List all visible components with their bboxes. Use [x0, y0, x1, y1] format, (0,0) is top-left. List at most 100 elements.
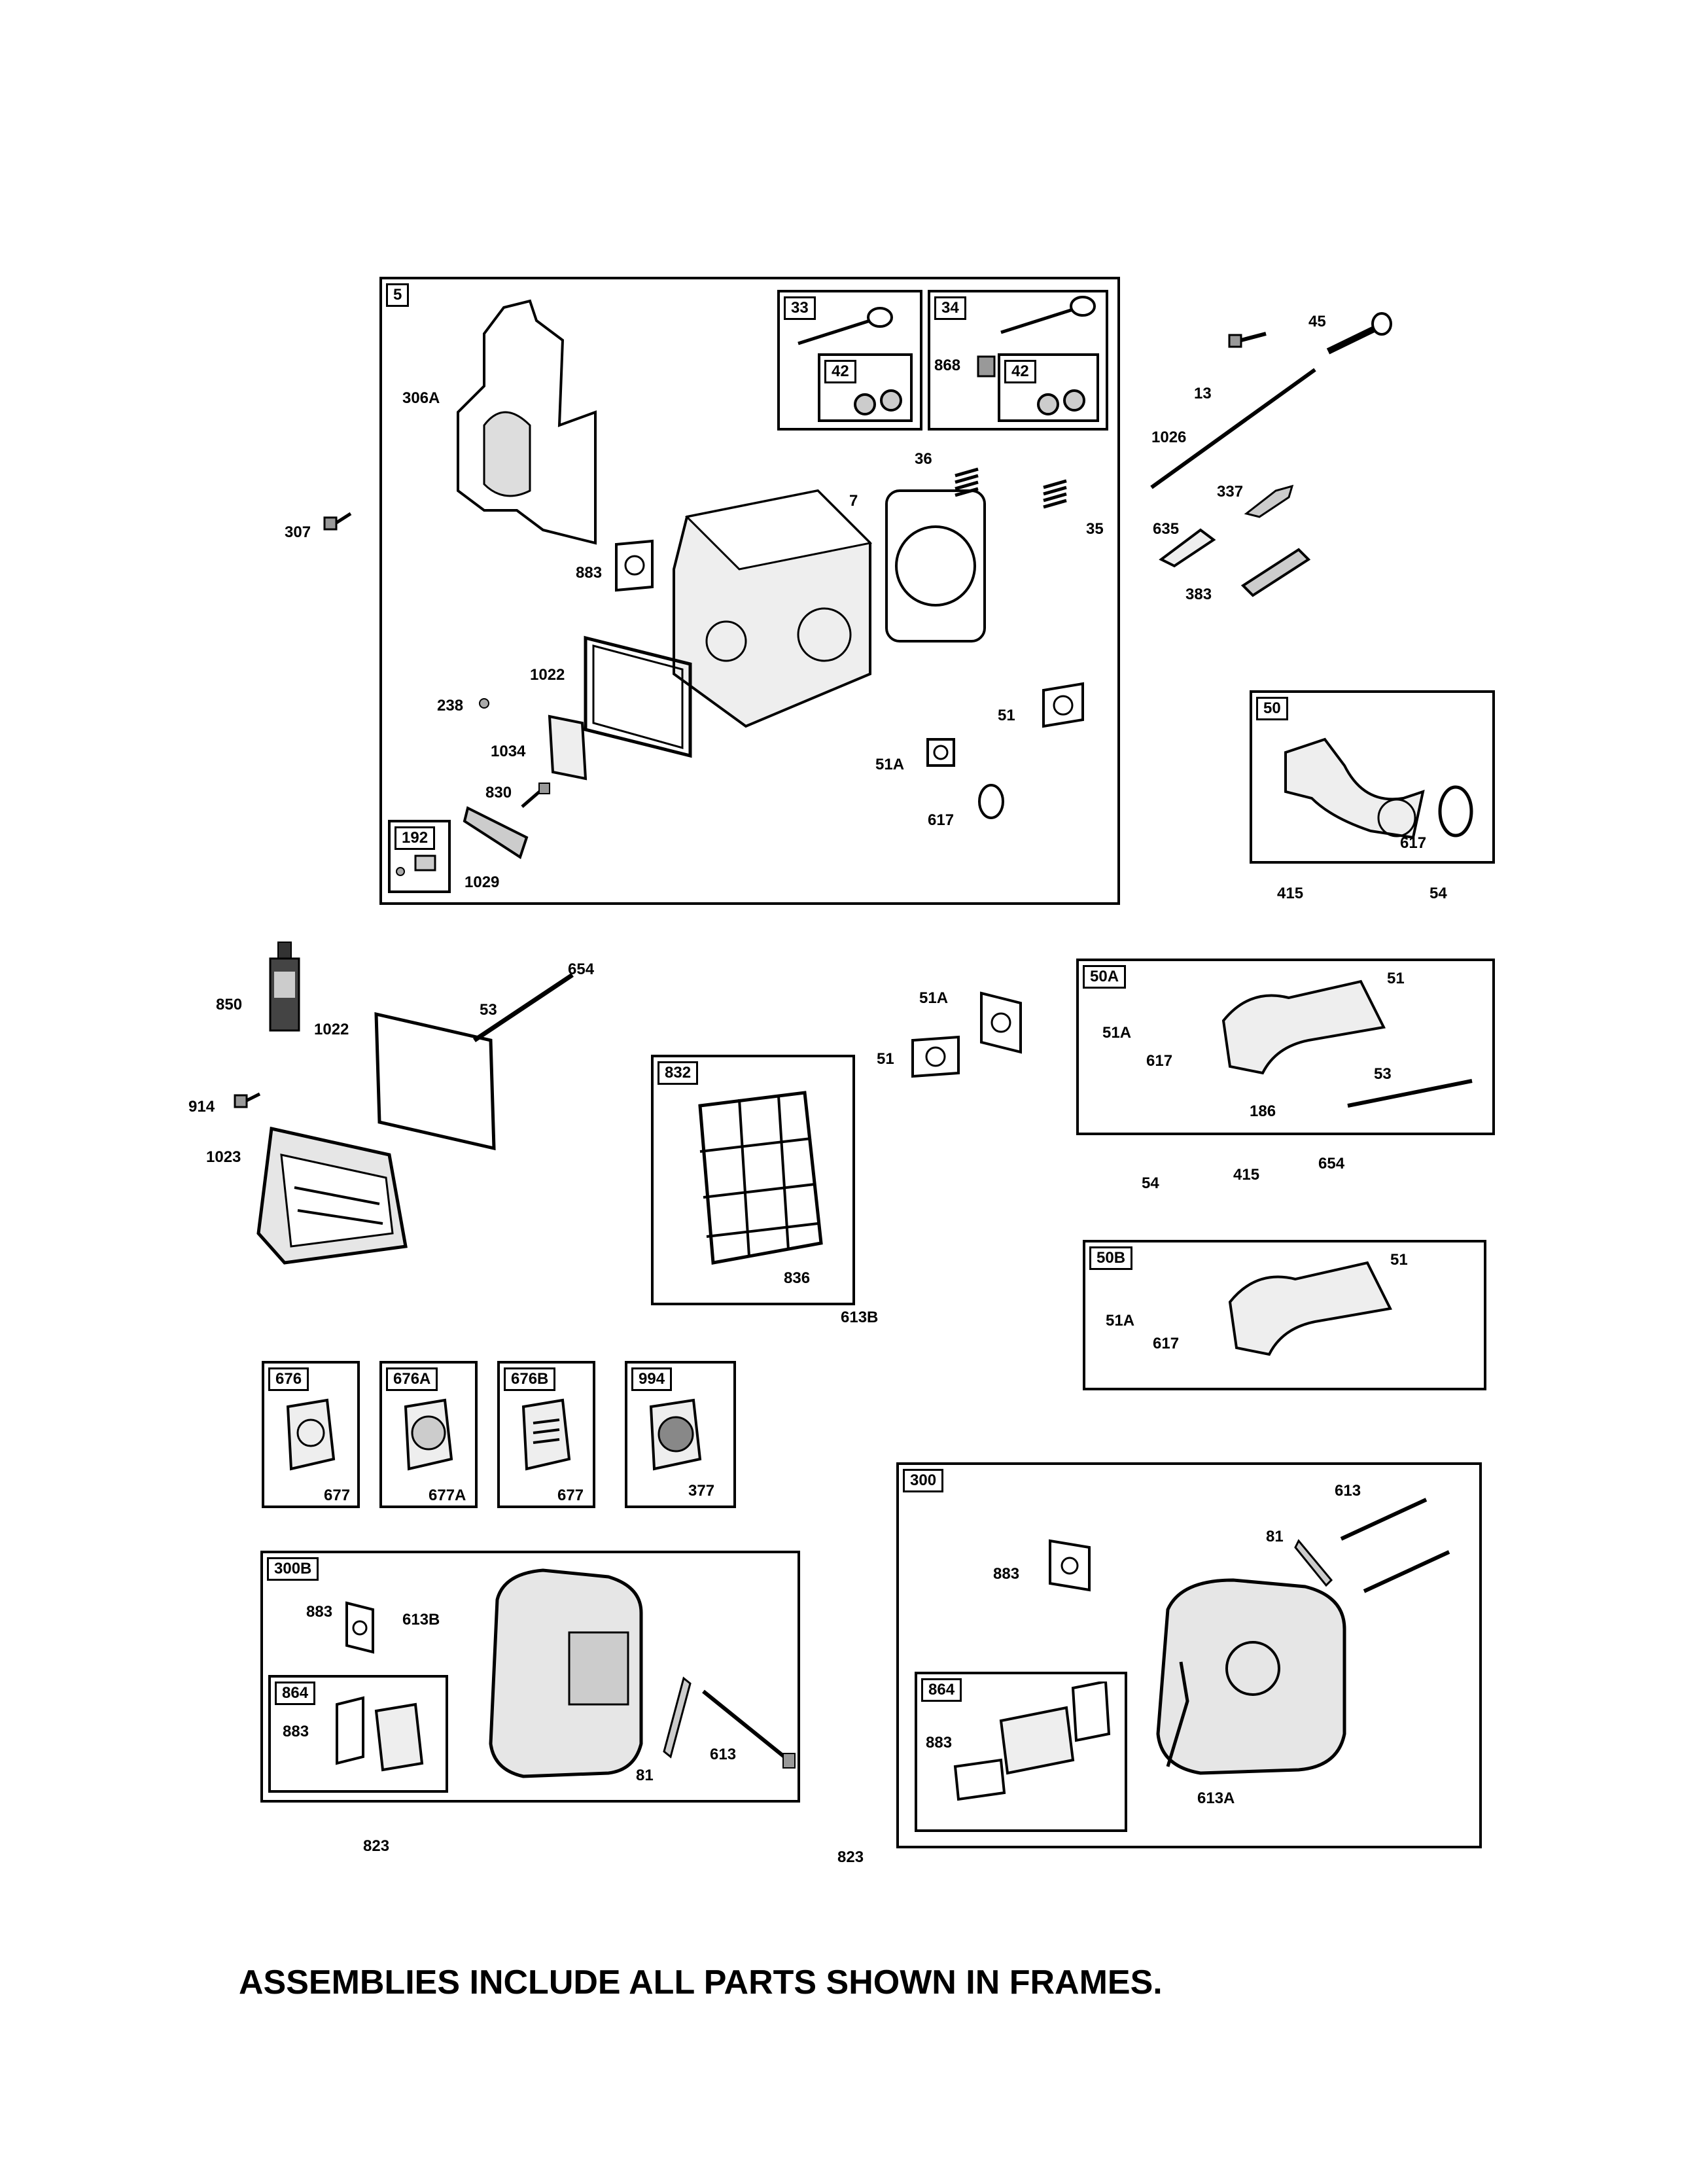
guide-part	[1155, 520, 1220, 569]
frame-42-a: 42	[818, 353, 913, 422]
frame-label: 33	[784, 296, 816, 320]
frame-label: 34	[934, 296, 966, 320]
intake-gasket-part	[1037, 680, 1089, 730]
valve-seal-part	[851, 386, 906, 419]
frame-864-b: 864	[915, 1672, 1127, 1832]
frame-676b: 676B	[497, 1361, 595, 1508]
frame-676a: 676A	[379, 1361, 478, 1508]
part-number-label: 51	[998, 707, 1015, 724]
part-number-label: 81	[1266, 1528, 1284, 1545]
part-number-label: 383	[1185, 586, 1212, 603]
bolt-part	[1335, 1492, 1433, 1547]
frame-label: 676A	[386, 1367, 438, 1391]
gasket-part	[975, 987, 1027, 1059]
part-number-label: 51A	[1106, 1312, 1135, 1330]
part-number-label: 654	[568, 960, 595, 978]
part-number-label: 306A	[402, 389, 440, 407]
part-number-label: 7	[849, 492, 858, 510]
sealant-tube-part	[265, 939, 304, 1034]
bolt-part	[697, 1682, 801, 1773]
frame-50b: 50B	[1083, 1240, 1486, 1390]
gasket-part	[906, 1030, 965, 1080]
part-number-label: 883	[576, 564, 603, 582]
frame-label: 50	[1256, 697, 1288, 720]
frame-label: 300	[903, 1469, 944, 1492]
valve-cover-gasket-part	[572, 625, 703, 769]
part-number-label: 677A	[429, 1487, 466, 1504]
gasket-part	[1043, 1534, 1096, 1596]
breather-tube-part	[458, 801, 536, 864]
part-number-label: 1022	[530, 666, 565, 684]
frame-50: 50	[1250, 690, 1495, 864]
frame-42-b: 42	[998, 353, 1099, 422]
intake-manifold-part	[1272, 726, 1429, 844]
part-number-label: 613	[1335, 1482, 1361, 1500]
frame-33: 33	[777, 290, 922, 431]
part-number-label: 883	[306, 1603, 333, 1621]
exhaust-valve-part	[994, 293, 1099, 339]
spark-arrestor-part	[638, 1394, 710, 1472]
screw-part	[517, 782, 553, 811]
part-number-label: 883	[993, 1565, 1020, 1583]
intake-valve-part	[792, 304, 896, 350]
part-number-label: 1034	[491, 743, 526, 760]
exhaust-flange-part	[942, 1682, 1119, 1812]
part-number-label: 823	[837, 1848, 864, 1866]
valve-seal-part	[1034, 386, 1089, 419]
part-number-label: 823	[363, 1837, 390, 1855]
part-number-label: 883	[283, 1723, 309, 1740]
part-number-label: 613B	[402, 1611, 440, 1629]
frame-label: 864	[921, 1678, 962, 1702]
spacer-gasket-part	[921, 733, 960, 772]
part-number-label: 51A	[919, 989, 949, 1007]
part-number-label: 51	[877, 1050, 894, 1068]
part-number-label: 613B	[841, 1309, 879, 1326]
exhaust-flange-part	[324, 1685, 429, 1776]
frame-label: 42	[1004, 360, 1036, 383]
part-number-label: 51A	[875, 756, 905, 773]
part-number-label: 307	[285, 523, 311, 541]
frame-994: 994	[625, 1361, 736, 1508]
assembly-note: ASSEMBLIES INCLUDE ALL PARTS SHOWN IN FR…	[239, 1964, 1163, 2001]
part-number-label: 51A	[1102, 1024, 1132, 1042]
bolt-part	[321, 507, 353, 533]
part-number-label: 54	[1429, 885, 1447, 902]
part-number-label: 1023	[206, 1148, 241, 1166]
part-number-label: 635	[1153, 520, 1180, 538]
part-number-label: 81	[636, 1767, 654, 1784]
o-ring-part	[975, 782, 1008, 821]
part-number-label: 1022	[314, 1021, 349, 1038]
part-number-label: 35	[1086, 520, 1104, 538]
breather-cover-part	[543, 710, 592, 785]
frame-label: 42	[824, 360, 856, 383]
part-number-label: 830	[485, 784, 512, 801]
part-number-label: 850	[216, 996, 243, 1013]
muffler-guard-part	[275, 1394, 340, 1472]
part-number-label: 613	[710, 1746, 737, 1763]
part-number-label: 238	[437, 697, 464, 714]
frame-676: 676	[262, 1361, 360, 1508]
valve-cover-part	[245, 1116, 415, 1273]
bolt-part	[1358, 1544, 1456, 1600]
frame-label: 676B	[504, 1367, 556, 1391]
bracket-part	[1292, 1534, 1338, 1590]
frame-192: 192	[388, 820, 451, 893]
frame-300b: 300B	[260, 1551, 800, 1803]
muffler-part	[1142, 1570, 1358, 1780]
fitting-part	[478, 697, 491, 710]
part-number-label: 377	[688, 1482, 715, 1500]
frame-label: 192	[395, 826, 436, 850]
rocker-arm-part	[1236, 540, 1315, 602]
bolt-part	[232, 1087, 262, 1114]
part-number-label: 53	[1374, 1065, 1392, 1083]
spark-plug-part	[1240, 481, 1299, 520]
frame-832: 832	[651, 1055, 855, 1305]
part-number-label: 868	[934, 357, 961, 374]
muffler-guard-part	[393, 1394, 458, 1472]
part-number-label: 836	[784, 1269, 811, 1287]
frame-5: 5	[379, 277, 1120, 905]
part-number-label: 883	[926, 1734, 953, 1752]
muffler-guard-part	[510, 1394, 576, 1472]
part-number-label: 617	[1153, 1335, 1180, 1352]
rocker-stud-part	[1322, 311, 1394, 360]
